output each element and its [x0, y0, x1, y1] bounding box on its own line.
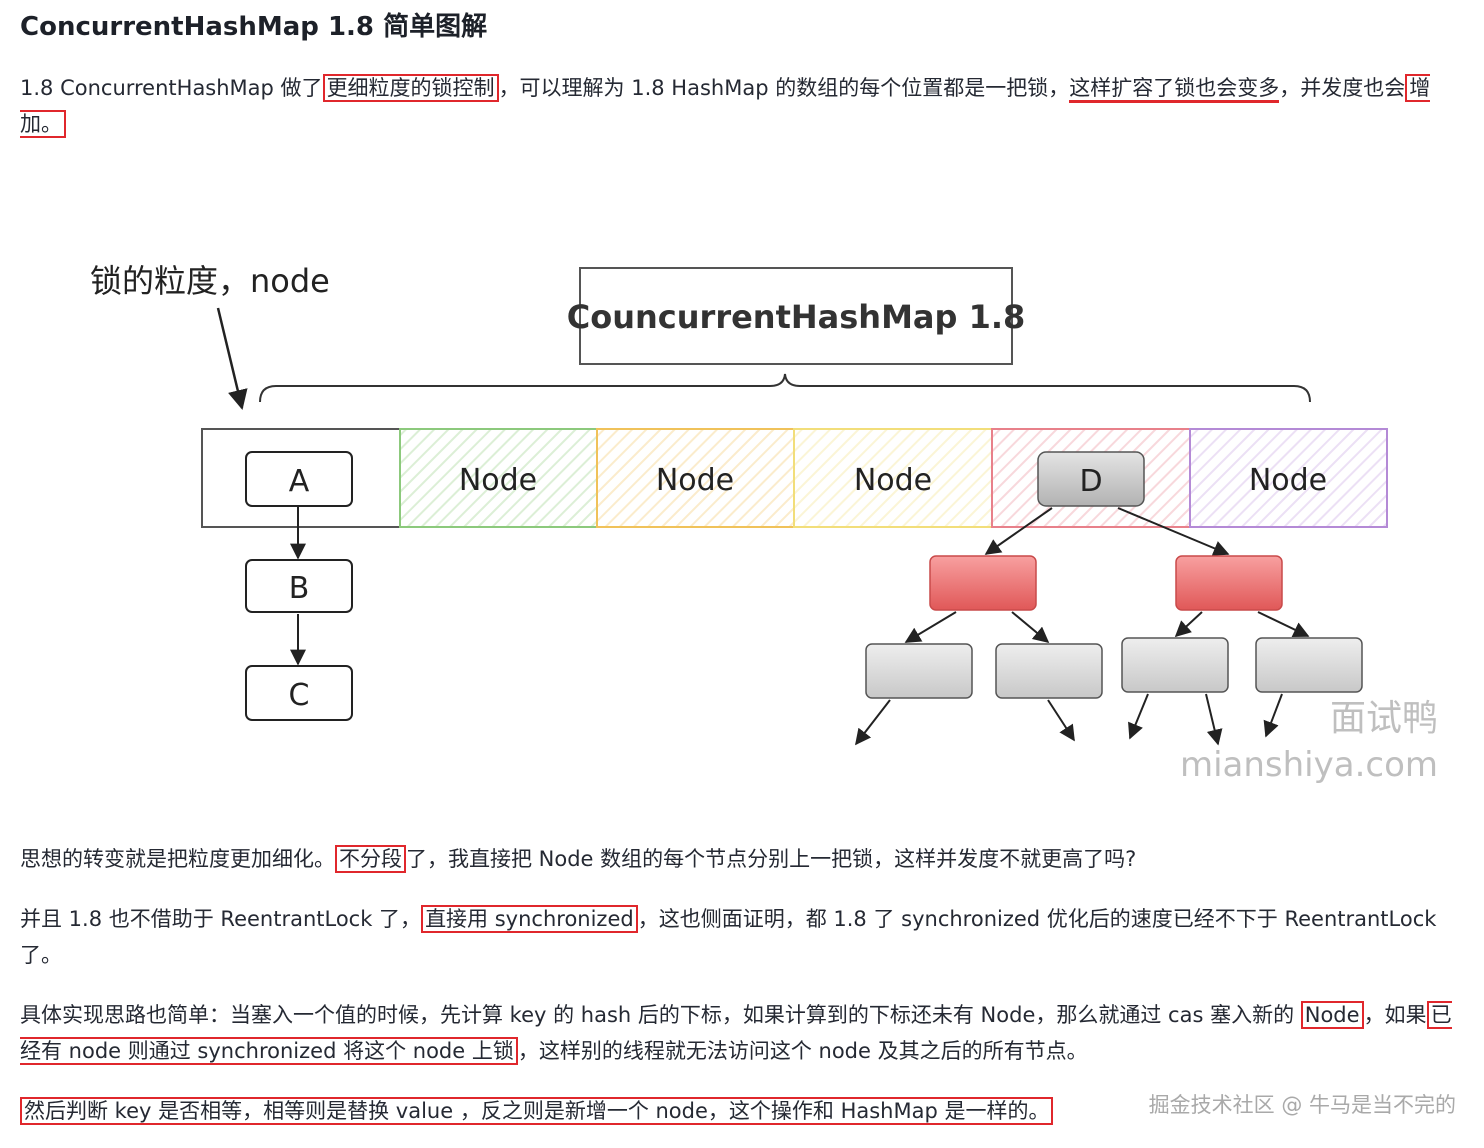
- node-cell-4: [1189, 428, 1388, 528]
- tree-arrow: [1128, 693, 1149, 740]
- text-segment: 1.8 ConcurrentHashMap 做了: [20, 76, 323, 100]
- highlight-box: 更细粒度的锁控制: [322, 74, 499, 102]
- paragraph-synchronized: 并且 1.8 也不借助于 ReentrantLock 了，直接用 synchro…: [20, 901, 1460, 973]
- text-segment: 了，我直接把 Node 数组的每个节点分别上一把锁，这样并发度不就更高了吗?: [406, 847, 1137, 871]
- tree-node-red-left: [929, 555, 1037, 611]
- highlight-box: 然后判断 key 是否相等，相等则是替换 value ，反之则是新增一个 nod…: [20, 1097, 1054, 1125]
- title-box: [579, 267, 1013, 365]
- tree-root-node: [1037, 451, 1145, 507]
- tree-arrow: [1257, 611, 1310, 637]
- paragraph-implementation: 具体实现思路也简单：当塞入一个值的时候，先计算 key 的 hash 后的下标，…: [20, 997, 1460, 1069]
- node-label-1: Node: [459, 463, 537, 498]
- text-segment: ，这也侧面证明，都 1.8 了 synchronized 优化后的速度已经不下于…: [20, 907, 1437, 967]
- text-segment: ，并发度也会: [1279, 76, 1406, 100]
- highlight-box: Node: [1300, 1001, 1364, 1029]
- chain-node-b: [245, 559, 353, 613]
- text-segment: ，可以理解为 1.8 HashMap 的数组的每个位置都是一把锁，: [498, 76, 1070, 100]
- tree-arrow: [1263, 693, 1283, 738]
- footer-watermark: 掘金技术社区 @ 牛马是当不完的: [1148, 1093, 1456, 1117]
- tree-arrow: [855, 699, 891, 746]
- array-brace: [259, 373, 1311, 403]
- text-segment: ，如果: [1363, 1003, 1427, 1027]
- watermark-cn: 面试鸭: [1330, 698, 1438, 739]
- granularity-arrow: [216, 307, 248, 410]
- underlined-text: 这样扩容了锁也会变多: [1069, 76, 1280, 103]
- node-cell-2: [596, 428, 795, 528]
- tree-arrow: [904, 611, 957, 643]
- tree-arrow: [1011, 611, 1050, 644]
- watermark-en: mianshiya.com: [1180, 745, 1438, 785]
- tree-leaf-node: [1121, 637, 1229, 693]
- node-cell-3: [793, 428, 993, 528]
- tree-arrow: [1205, 693, 1223, 746]
- tree-arrow: [1174, 611, 1203, 638]
- node-cell-d: [991, 428, 1191, 528]
- paragraph-key-compare: 然后判断 key 是否相等，相等则是替换 value ，反之则是新增一个 nod…: [20, 1093, 1460, 1129]
- chain-node-a: [245, 451, 353, 507]
- concurrent-hashmap-diagram: 锁的粒度，node CouncurrentHashMap 1.8 Node No…: [90, 262, 1438, 785]
- node-cell-1: [399, 428, 598, 528]
- highlight-box: 直接用 synchronized: [421, 905, 638, 933]
- tree-leaf-node: [995, 643, 1103, 699]
- text-segment: ，这样别的线程就无法访问这个 node 及其之后的所有节点。: [517, 1039, 1088, 1063]
- granularity-label: 锁的粒度，node: [90, 262, 330, 300]
- highlight-box: 已经有 node 则通过 synchronized 将这个 node 上锁: [20, 1001, 1452, 1065]
- node-label-3: Node: [854, 463, 932, 498]
- node-label-4: Node: [1249, 463, 1327, 498]
- tree-arrow: [1117, 507, 1230, 556]
- tree-root-label: D: [1079, 464, 1102, 499]
- chain-node-c: [245, 665, 353, 721]
- highlight-box: 增加。: [20, 74, 1431, 138]
- chain-label-b: B: [289, 571, 310, 606]
- tree-leaf-node: [1255, 637, 1363, 693]
- text-segment: 思想的转变就是把粒度更加细化。: [20, 847, 335, 871]
- tree-leaf-node: [865, 643, 973, 699]
- highlight-box: 不分段: [335, 845, 406, 873]
- text-segment: 具体实现思路也简单：当塞入一个值的时候，先计算 key 的 hash 后的下标，…: [20, 1003, 1301, 1027]
- chain-label-c: C: [289, 678, 310, 713]
- tree-node-red-right: [1175, 555, 1283, 611]
- page-title: ConcurrentHashMap 1.8 简单图解: [20, 12, 488, 42]
- diagram-title: CouncurrentHashMap 1.8: [567, 298, 1026, 336]
- tree-arrow: [984, 507, 1053, 555]
- node-label-2: Node: [656, 463, 734, 498]
- text-segment: 并且 1.8 也不借助于 ReentrantLock 了，: [20, 907, 422, 931]
- paragraph-intro: 1.8 ConcurrentHashMap 做了更细粒度的锁控制，可以理解为 1…: [20, 70, 1460, 142]
- paragraph-idea: 思想的转变就是把粒度更加细化。不分段了，我直接把 Node 数组的每个节点分别上…: [20, 841, 1460, 877]
- chain-label-a: A: [289, 464, 310, 499]
- tree-arrow: [1047, 699, 1075, 742]
